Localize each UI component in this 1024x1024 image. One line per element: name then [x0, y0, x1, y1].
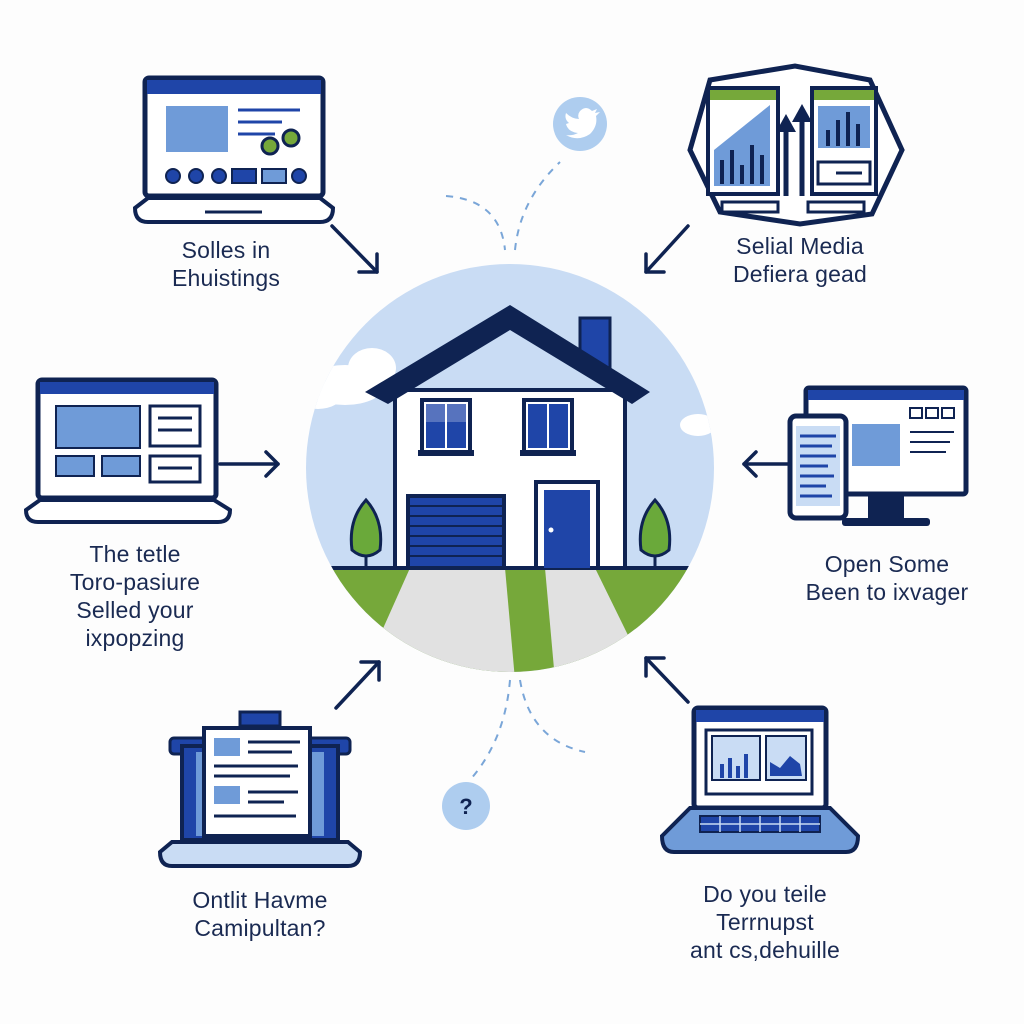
label-line: The tetle [89, 541, 181, 567]
laptop-icon [132, 75, 336, 224]
laptop-icon [23, 377, 233, 524]
label-top-right: Selial Media Defiera gead [700, 232, 900, 288]
label-line: ixpopzing [85, 625, 185, 651]
arrow-icon [644, 224, 690, 274]
label-line: Defiera gead [732, 261, 868, 287]
analytics-dashboard-icon [687, 63, 905, 227]
label-bottom-left: Ontlit Havme Camipultan? [150, 886, 370, 942]
label-line: Do you teile [703, 881, 827, 907]
arrow-icon [644, 656, 690, 704]
arrow-icon [742, 450, 792, 478]
label-line: Been to ixvager [805, 579, 969, 605]
window-icon [520, 398, 576, 456]
arrow-icon [330, 224, 379, 274]
window-icon [418, 398, 474, 456]
arrows [218, 224, 792, 710]
house-icon [365, 305, 650, 570]
label-line: Selled your [76, 597, 194, 623]
label-top-left: Solles in Ehuistings [126, 236, 326, 292]
twitter-bird-icon [553, 97, 607, 151]
label-line: Toro-pasiure [69, 569, 201, 595]
monitor-phone-icon [787, 385, 969, 526]
question-mark-glyph: ? [459, 794, 472, 819]
label-line: Terrnupst [716, 909, 814, 935]
tree-icon [638, 497, 672, 568]
garage-door-icon [406, 494, 506, 570]
label-line: Open Some [824, 551, 950, 577]
tree-icon [349, 497, 383, 568]
label-line: Selial Media [736, 233, 864, 259]
label-bottom-right: Do you teile Terrnupst ant cs,dehuille [660, 880, 870, 964]
question-mark-icon: ? [442, 782, 490, 830]
cloud-icon [306, 348, 714, 436]
label-line: Solles in [181, 237, 271, 263]
arrow-icon [334, 660, 381, 710]
label-line: Camipultan? [194, 915, 326, 941]
document-device-icon [157, 710, 363, 868]
laptop-icon [659, 705, 861, 854]
label-line: ant cs,dehuille [689, 937, 841, 963]
dashed-connectors [445, 161, 586, 781]
front-door-icon [534, 480, 600, 570]
label-line: Ontlit Havme [192, 887, 328, 913]
arrow-icon [218, 450, 280, 478]
label-mid-left: The tetle Toro-pasiure Selled your ixpop… [40, 540, 230, 652]
label-line: Ehuistings [171, 265, 281, 291]
label-mid-right: Open Some Been to ixvager [776, 550, 998, 606]
